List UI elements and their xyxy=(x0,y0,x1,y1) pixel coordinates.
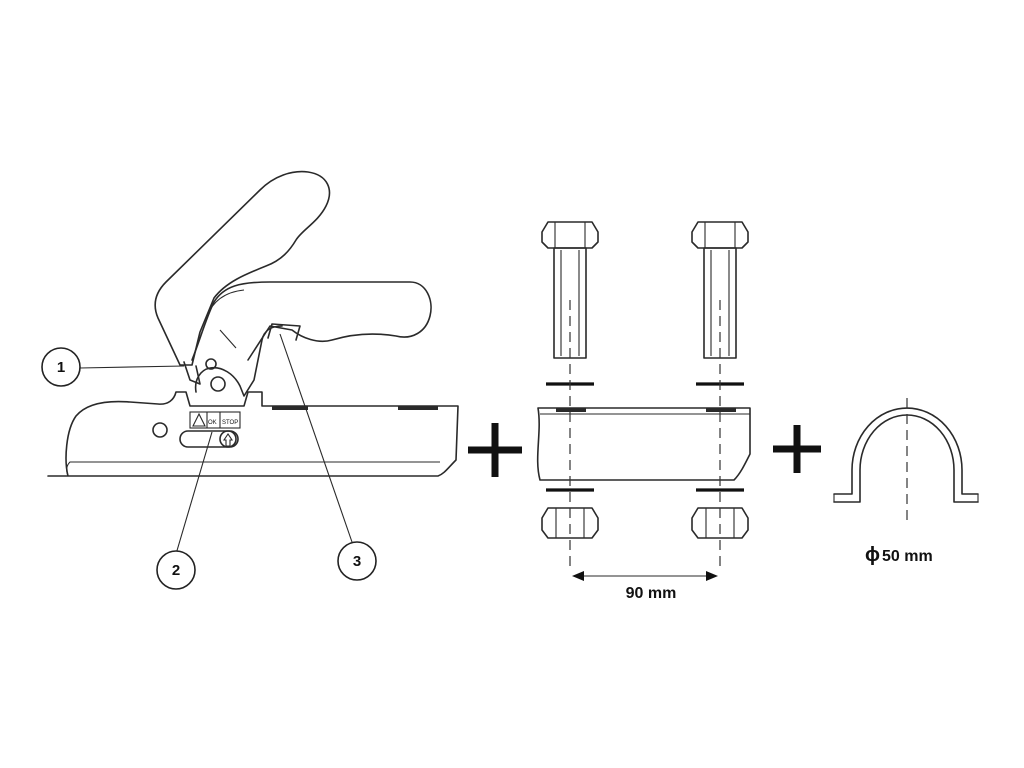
wear-indicator xyxy=(267,323,301,341)
tube-diameter-value: 50 mm xyxy=(882,548,933,565)
plus-sign-1 xyxy=(468,423,522,477)
pivot-housing xyxy=(194,325,283,397)
bolt-left-head xyxy=(541,221,599,249)
slot-left xyxy=(272,406,308,410)
callout-1-number: 1 xyxy=(57,359,65,376)
warning-triangle-icon xyxy=(192,412,206,427)
arrow-up-icon xyxy=(222,433,234,447)
label-ok: OK xyxy=(208,420,217,426)
u-clamp-inner xyxy=(833,414,979,503)
bolt-left xyxy=(541,221,599,359)
nut-right xyxy=(691,507,749,539)
body-hole xyxy=(152,422,168,438)
label-stop: STOP xyxy=(222,420,238,426)
pivot-bolt xyxy=(210,376,226,392)
pivot-rivet xyxy=(205,358,217,370)
coupling-head: OK STOP xyxy=(47,170,459,477)
bolt-kit: 90 mm xyxy=(536,221,751,602)
diameter-symbol: ϕ xyxy=(865,544,880,566)
indicator-label: OK STOP xyxy=(189,411,241,429)
callout-2: 2 xyxy=(156,550,196,590)
body-bottom-edge xyxy=(66,461,440,477)
dimension-90: 90 mm xyxy=(572,571,718,602)
indicator-pin xyxy=(219,430,237,448)
raised-handle xyxy=(154,170,331,366)
label-frame xyxy=(189,411,241,429)
callout-3-number: 3 xyxy=(353,553,361,570)
u-clamp-outer xyxy=(833,407,979,495)
drawbar-section xyxy=(536,407,751,481)
closed-handle xyxy=(191,281,432,361)
handle-inner-line xyxy=(205,289,245,349)
callout-1-leader xyxy=(79,365,185,369)
bolt-right xyxy=(691,221,749,359)
lock-plate xyxy=(183,361,201,385)
callout-3: 3 xyxy=(337,541,377,581)
callout-2-number: 2 xyxy=(172,562,180,579)
indicator-slot xyxy=(179,430,239,448)
callout-1: 1 xyxy=(41,347,81,387)
plus-sign-2 xyxy=(773,425,821,473)
callout-3-leader xyxy=(279,333,353,543)
slot-right xyxy=(398,406,438,410)
callout-2-leader xyxy=(175,431,213,555)
bolt-spacing-label: 90 mm xyxy=(626,585,677,602)
coupling-body xyxy=(47,391,459,477)
bolt-right-head xyxy=(691,221,749,249)
nut-left xyxy=(541,507,599,539)
